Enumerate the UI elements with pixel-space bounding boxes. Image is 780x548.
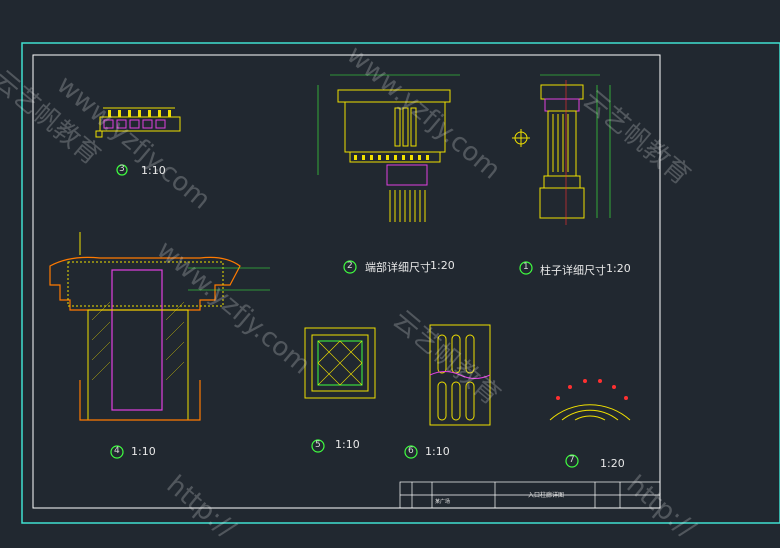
detail-1-scale: 1:20 <box>606 262 631 275</box>
detail-5-scale: 1:10 <box>335 438 360 451</box>
detail-1-number: 1 <box>523 262 529 272</box>
detail-2-number: 2 <box>347 261 353 271</box>
detail-3-drawing <box>95 107 181 176</box>
drawing-name: 入口柱廊详图 <box>528 492 565 499</box>
detail-6-drawing <box>404 324 491 459</box>
detail-6-number: 6 <box>408 446 414 456</box>
title-block <box>399 481 661 509</box>
detail-4-number: 4 <box>114 446 120 456</box>
detail-3-number: 3 <box>119 164 125 174</box>
detail-2-drawing <box>317 74 460 274</box>
detail-7-drawing <box>549 379 631 468</box>
detail-1-drawing <box>519 74 611 275</box>
compass-icon <box>512 129 530 147</box>
detail-2-scale: 1:20 <box>430 259 455 272</box>
detail-6-scale: 1:10 <box>425 445 450 458</box>
outer-border <box>21 42 780 524</box>
detail-7-number: 7 <box>569 455 575 465</box>
detail-7-scale: 1:20 <box>600 457 625 470</box>
detail-4-scale: 1:10 <box>131 445 156 458</box>
detail-5-number: 5 <box>315 440 321 450</box>
detail-3-scale: 1:10 <box>141 164 166 177</box>
inner-frame <box>32 54 661 509</box>
detail-1-title: 柱子详细尺寸 <box>540 264 606 277</box>
project-name: 某广场 <box>435 499 451 505</box>
detail-5-drawing <box>304 327 376 453</box>
detail-2-title: 端部详细尺寸 <box>365 261 431 274</box>
detail-4-drawing <box>49 232 270 459</box>
